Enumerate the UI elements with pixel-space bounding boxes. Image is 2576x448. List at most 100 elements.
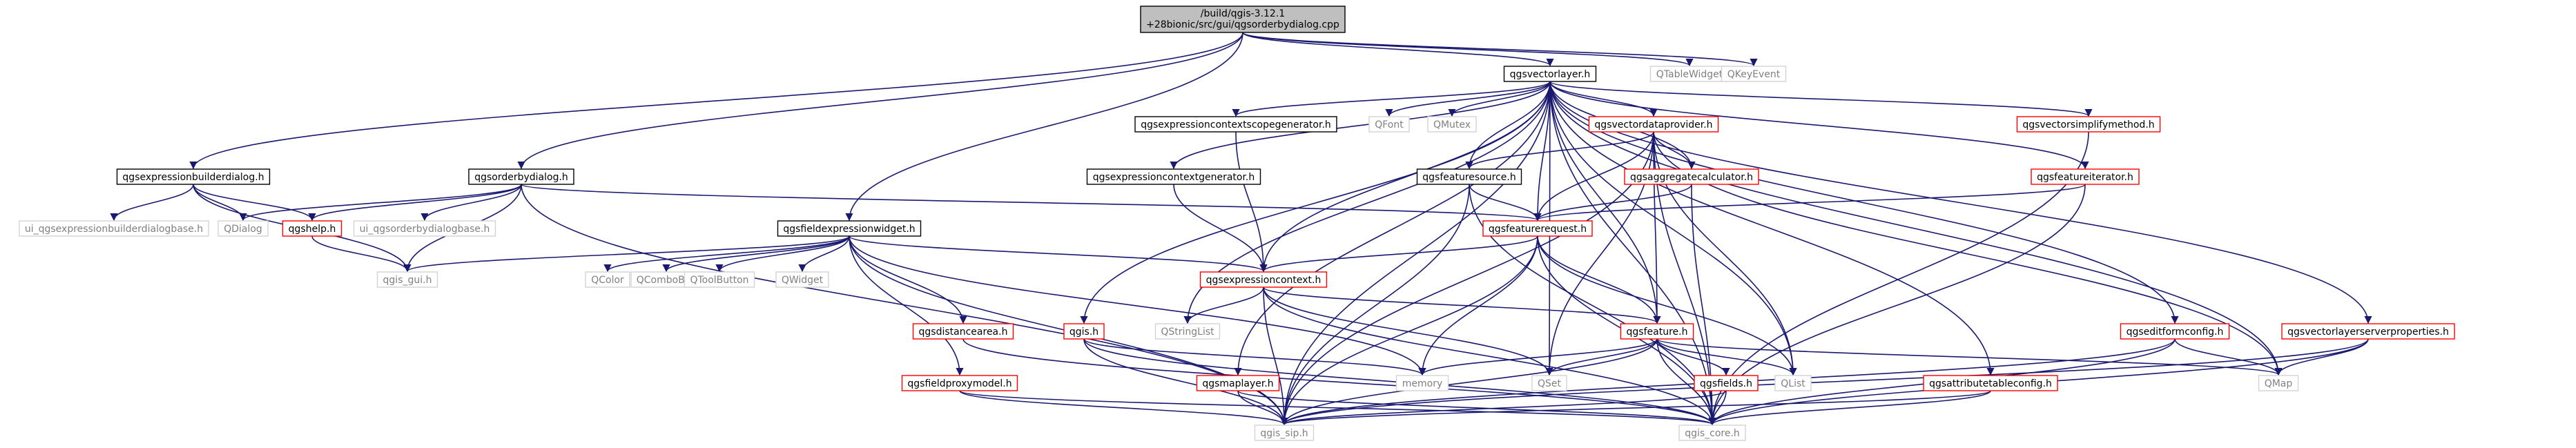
edge-qgsvectordataprovider-to-qgsfeaturesource: [1465, 131, 1654, 170]
node-qgsfeaturesource[interactable]: qgsfeaturesource.h: [1416, 168, 1522, 185]
node-box: [19, 220, 209, 237]
node-box: [585, 271, 630, 288]
edge-qgsfieldexpressionwidget-to-qtoolbutton: [715, 235, 850, 273]
node-label: qgsfeaturerequest.h: [1489, 224, 1587, 235]
node-label: QList: [1781, 378, 1805, 389]
edge-qgsfieldexpressionwidget-to-qgis_gui: [403, 235, 850, 273]
edge-qgsfeature-to-qgis_core: [1656, 338, 1716, 426]
node-qgsvectorlayer[interactable]: qgsvectorlayer.h: [1503, 66, 1597, 82]
node-qgsattributetableconfig[interactable]: qgsattributetableconfig.h: [1923, 375, 2058, 391]
node-box: [217, 220, 269, 237]
edge-qgsfeature-to-qlist: [1656, 338, 1797, 376]
edge-qgsorderbydialog-to-qdialog: [239, 184, 522, 222]
node-label: qgsfeaturesource.h: [1422, 172, 1515, 183]
node-box: [1427, 116, 1477, 133]
node-qgsexpressioncontextgenerator[interactable]: qgsexpressioncontextgenerator.h: [1086, 168, 1261, 185]
node-box: [1588, 116, 1719, 133]
edge-qgsfieldexpressionwidget-to-qgsfieldproxymodel: [849, 235, 964, 376]
node-box: [1721, 66, 1787, 82]
edge-qgsvectorlayer-to-qgsfeature: [1549, 81, 1661, 324]
edge-qgsvectordataprovider-to-qgsfeature: [1653, 131, 1661, 324]
node-box: [1694, 375, 1759, 391]
edge-qgsexpressioncontext-to-qgis_sip: [1263, 286, 1288, 426]
node-label: QTableWidget: [1656, 69, 1723, 80]
node-box: [2281, 323, 2455, 340]
node-label: qgsfieldexpressionwidget.h: [783, 224, 915, 235]
node-box: [1678, 425, 1746, 441]
edge-qgsfieldexpressionwidget-to-qcombobox: [662, 235, 850, 273]
edge-qgsvectorlayer-to-qgsexpressioncontextgenerator: [1170, 81, 1551, 170]
node-qgsfieldproxymodel[interactable]: qgsfieldproxymodel.h: [901, 375, 1018, 391]
node-qgsvectorlayerserverproperties[interactable]: qgsvectorlayerserverproperties.h: [2281, 323, 2455, 340]
edge-qgsfeature-to-qgsfields: [1656, 338, 1730, 376]
edge-root-to-qgsexpressionbuilderdialog: [189, 32, 1243, 170]
node-qgsfeaturerequest[interactable]: qgsfeaturerequest.h: [1482, 220, 1593, 237]
node-label: ui_qgsorderbydialogbase.h: [360, 224, 490, 235]
node-qgis[interactable]: qgis.h: [1063, 323, 1105, 340]
node-label: qgsfeature.h: [1627, 327, 1688, 338]
edge-qgsmaplayer-to-qgis_core: [1237, 390, 1716, 426]
node-qgsvectordataprovider[interactable]: qgsvectordataprovider.h: [1588, 116, 1719, 133]
node-qgsexpressioncontextscopegenerator[interactable]: qgsexpressioncontextscopegenerator.h: [1134, 116, 1337, 133]
edge-qgsfeaturerequest-to-qlist: [1537, 235, 1797, 376]
node-qtablewidget: QTableWidget: [1649, 66, 1730, 82]
node-layer: /build/qgis-3.12.1+28bionic/src/gui/qgso…: [19, 6, 2455, 441]
node-qgsmaplayer[interactable]: qgsmaplayer.h: [1196, 375, 1280, 391]
node-label: qgsfieldproxymodel.h: [907, 378, 1011, 389]
node-box: [1086, 168, 1261, 185]
node-label: QComboBox: [637, 275, 696, 286]
edge-qgsorderbydialog-to-qgshelp: [308, 184, 522, 222]
node-qgsorderbydialog[interactable]: qgsorderbydialog.h: [468, 168, 574, 185]
edge-qgsvectorlayer-to-qmap: [1549, 81, 2283, 376]
edge-qgsfieldproxymodel-to-qgis_core: [959, 390, 1716, 426]
edge-qgsvectorlayer-to-qgsvectorsimplifymethod: [1549, 81, 2093, 117]
edge-root-to-qgsfieldexpressionwidget: [845, 32, 1243, 222]
node-root[interactable]: /build/qgis-3.12.1+28bionic/src/gui/qgso…: [1140, 6, 1346, 33]
edge-qgsexpressionbuilderdialog-to-qgshelp: [193, 184, 316, 222]
node-ui_qgsorderbydialogbase: ui_qgsorderbydialogbase.h: [353, 220, 496, 237]
node-box: [1254, 425, 1315, 441]
edge-qgsvectorlayer-to-qgseditformconfig: [1549, 81, 2179, 324]
node-qgsexpressioncontext[interactable]: qgsexpressioncontext.h: [1199, 271, 1328, 288]
node-qgsdistancearea[interactable]: qgsdistancearea.h: [912, 323, 1014, 340]
edge-qgsfeature-to-qmap: [1656, 338, 2283, 376]
node-qgsexpressionbuilderdialog[interactable]: qgsexpressionbuilderdialog.h: [116, 168, 271, 185]
edge-qgsvectorlayer-to-qgis_core: [1549, 81, 1716, 426]
node-box: [1199, 271, 1328, 288]
edge-qgsexpressioncontext-to-qgis_core: [1263, 286, 1716, 426]
node-qcolor: QColor: [585, 271, 630, 288]
node-label: qgis_sip.h: [1260, 428, 1308, 439]
node-box: [1196, 375, 1280, 391]
edge-qgsfields-to-qgis_sip: [1280, 390, 1727, 426]
node-qgsfields[interactable]: qgsfields.h: [1694, 375, 1759, 391]
node-qgseditformconfig[interactable]: qgseditformconfig.h: [2120, 323, 2230, 340]
node-label: QDialog: [224, 224, 262, 235]
edge-qgsfeaturerequest-to-qgsfeature: [1537, 235, 1661, 324]
node-box: [901, 375, 1018, 391]
edge-qgsattributetableconfig-to-qgis_sip: [1280, 390, 1991, 426]
node-qgsfeature[interactable]: qgsfeature.h: [1620, 323, 1694, 340]
edge-root-to-qkeyevent: [1242, 32, 1758, 67]
node-box: [376, 271, 438, 288]
node-qfont: QFont: [1368, 116, 1410, 133]
node-qgsfeatureiterator[interactable]: qgsfeatureiterator.h: [2031, 168, 2140, 185]
node-box: [1923, 375, 2058, 391]
edge-qgsvectorlayerserverproperties-to-qgis_sip: [1280, 338, 2369, 426]
node-qgsvectorsimplifymethod[interactable]: qgsvectorsimplifymethod.h: [2016, 116, 2161, 133]
node-qwidget: QWidget: [775, 271, 829, 288]
edge-qgsvectordataprovider-to-qgsfeaturerequest: [1533, 131, 1654, 222]
node-qgshelp[interactable]: qgshelp.h: [282, 220, 342, 237]
node-box: [353, 220, 496, 237]
node-label: qgsmaplayer.h: [1202, 378, 1273, 389]
node-label: QWidget: [782, 275, 824, 286]
node-box: [2031, 168, 2140, 185]
node-qgsaggregatecalculator[interactable]: qgsaggregatecalculator.h: [1624, 168, 1759, 185]
node-qgsfieldexpressionwidget[interactable]: qgsfieldexpressionwidget.h: [777, 220, 922, 237]
node-ui_qgsexpressionbuilderdialogbase: ui_qgsexpressionbuilderdialogbase.h: [19, 220, 209, 237]
node-label: qgsvectordataprovider.h: [1594, 119, 1712, 130]
node-label: qgshelp.h: [289, 224, 336, 235]
node-box: [1416, 168, 1522, 185]
edge-qgsexpressioncontextgenerator-to-qgsexpressioncontext: [1173, 184, 1268, 273]
node-box: [1395, 375, 1449, 391]
node-box: [1624, 168, 1759, 185]
